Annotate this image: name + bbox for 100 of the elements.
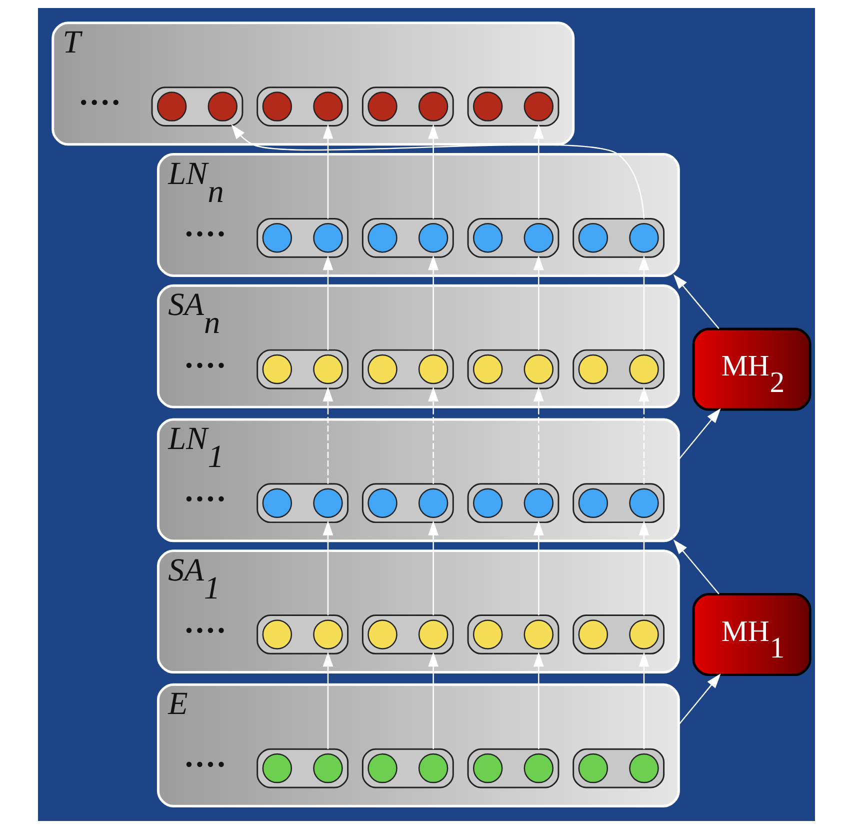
- node-circle: [368, 223, 398, 253]
- arrow: [428, 652, 439, 750]
- cluster: [572, 748, 665, 788]
- cluster: [256, 748, 349, 788]
- node-circle: [418, 753, 448, 784]
- node-circle: [313, 488, 343, 518]
- node-circle: [524, 753, 554, 784]
- node-circle: [262, 488, 292, 518]
- node-circle: [524, 223, 554, 253]
- node-circle: [418, 488, 448, 518]
- arrow: [428, 520, 439, 616]
- arrow: [533, 255, 544, 350]
- node-circle: [629, 620, 659, 650]
- node-circle: [418, 223, 448, 253]
- arrow: [533, 520, 544, 616]
- node-circle: [262, 620, 292, 650]
- cluster: [572, 483, 665, 524]
- cluster: [362, 349, 454, 390]
- cluster: [467, 748, 560, 788]
- node-circle: [472, 488, 503, 518]
- node-circle: [629, 753, 659, 784]
- node-circle: [524, 488, 554, 518]
- cluster: [467, 614, 560, 654]
- node-circle: [524, 354, 554, 384]
- node-circle: [524, 92, 554, 122]
- label: ····: [184, 612, 227, 648]
- node-circle: [156, 92, 187, 122]
- arrow: [322, 386, 334, 484]
- arrow: [428, 124, 439, 219]
- arrow: [322, 520, 334, 616]
- cluster: [467, 218, 560, 258]
- node-circle: [368, 488, 398, 518]
- node-circle: [578, 620, 608, 650]
- node-circle: [629, 354, 659, 384]
- cluster: [151, 86, 244, 126]
- node-circle: [368, 354, 398, 384]
- label: ····: [184, 215, 227, 252]
- cluster: [256, 614, 349, 654]
- node-circle: [262, 223, 292, 253]
- arrow: [678, 408, 721, 460]
- node-circle: [472, 223, 503, 253]
- arrow: [533, 124, 544, 219]
- cluster: [362, 86, 454, 126]
- node-circle: [472, 354, 503, 384]
- node-circle: [418, 354, 448, 384]
- node-circle: [418, 620, 448, 650]
- arrow: [638, 386, 650, 484]
- arrow: [533, 652, 544, 750]
- node-circle: [629, 488, 659, 518]
- cluster: [467, 86, 560, 126]
- node-circle: [313, 620, 343, 650]
- node-circle: [368, 753, 398, 784]
- cluster: [362, 614, 454, 654]
- cluster: [256, 349, 349, 390]
- cluster: [467, 349, 560, 390]
- cluster: [256, 86, 349, 126]
- node-circle: [629, 223, 659, 253]
- cluster: [467, 483, 560, 524]
- arrow: [322, 652, 334, 750]
- arrow: [678, 673, 721, 726]
- arrow: [638, 255, 650, 350]
- node-circle: [578, 223, 608, 253]
- node-circle: [262, 354, 292, 384]
- arrow: [428, 386, 439, 484]
- arrow: [322, 124, 334, 219]
- label: ····: [184, 480, 227, 517]
- arrow: [428, 255, 439, 350]
- cluster: [572, 218, 665, 258]
- node-circle: [418, 92, 448, 122]
- arrow: [673, 539, 720, 594]
- cluster: [572, 349, 665, 390]
- cluster: [256, 218, 349, 258]
- node-circle: [368, 620, 398, 650]
- arrow: [322, 255, 334, 350]
- node-circle: [313, 92, 343, 122]
- node-circle: [368, 92, 398, 122]
- arrow: [673, 274, 720, 330]
- node-circle: [524, 620, 554, 650]
- label: ····: [184, 746, 227, 782]
- node-circle: [208, 92, 238, 122]
- arrow: [533, 386, 544, 484]
- cluster: [362, 483, 454, 524]
- arrow: [638, 520, 650, 616]
- cluster: [362, 218, 454, 258]
- node-circle: [578, 488, 608, 518]
- node-circle: [472, 620, 503, 650]
- cluster: [362, 748, 454, 788]
- node-circle: [262, 92, 292, 122]
- label: ····: [78, 84, 122, 120]
- node-circle: [472, 753, 503, 784]
- cluster: [572, 614, 665, 654]
- node-circle: [313, 354, 343, 384]
- arrow: [638, 652, 650, 750]
- arrow: [231, 124, 645, 219]
- node-circle: [313, 223, 343, 253]
- cluster: [256, 483, 349, 524]
- node-circle: [578, 753, 608, 784]
- label: ····: [184, 346, 227, 383]
- node-circle: [262, 753, 292, 784]
- node-circle: [472, 92, 503, 122]
